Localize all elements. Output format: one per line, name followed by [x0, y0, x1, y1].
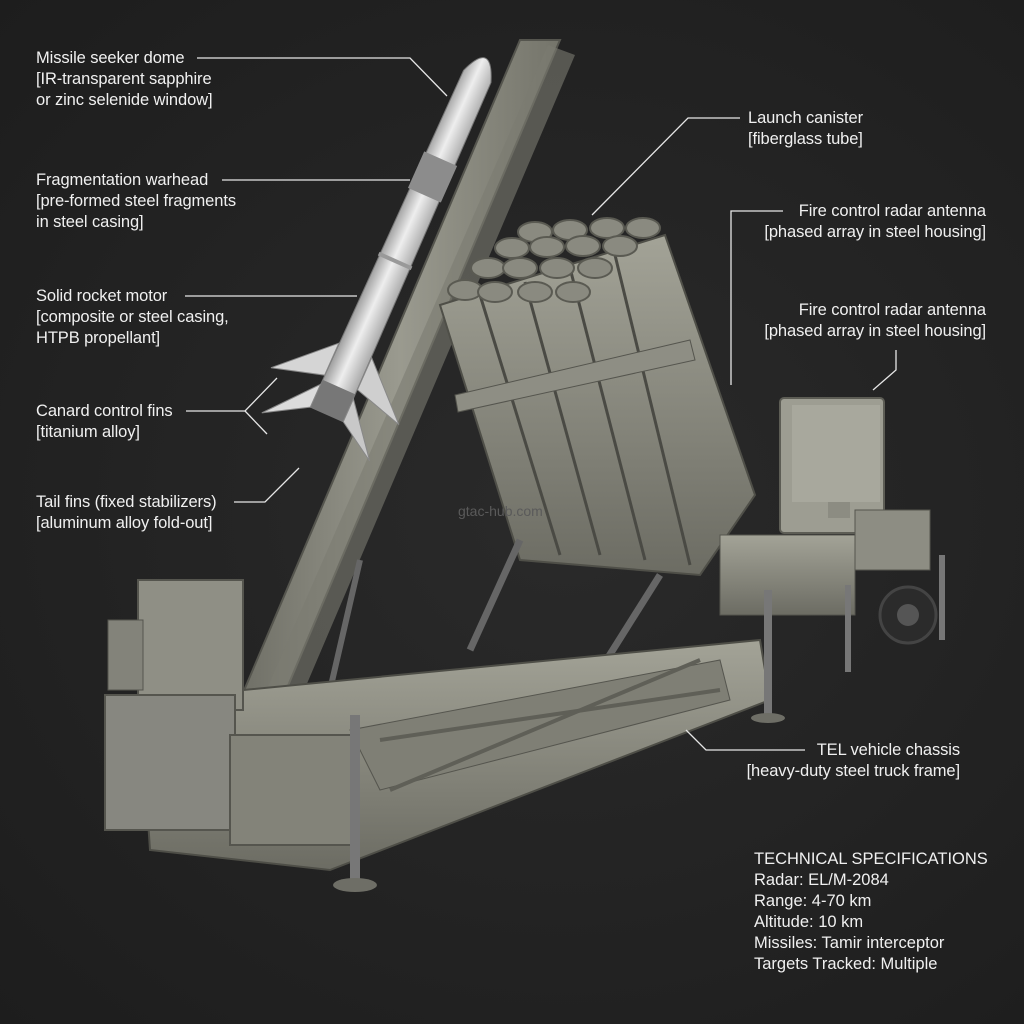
leader-tel-chassis — [685, 729, 805, 751]
callout-launch-canister: Launch canister [fiberglass tube] — [748, 108, 863, 150]
watermark: gtac-hub.com — [458, 503, 543, 519]
callout-detail: [titanium alloy] — [36, 423, 140, 441]
leader-radar-antenna-1 — [730, 210, 783, 385]
callout-title: Tail fins (fixed stabilizers) — [36, 493, 217, 511]
callout-detail: in steel casing] — [36, 213, 144, 231]
launch-canister-pack — [438, 217, 757, 712]
leader-lines — [185, 57, 897, 751]
callout-title: Canard control fins — [36, 402, 173, 420]
callout-detail: [IR-transparent sapphire — [36, 70, 212, 88]
spec-row-radar: Radar: EL/M-2084 — [754, 871, 889, 889]
spec-row-targets: Targets Tracked: Multiple — [754, 955, 938, 973]
callout-detail: [pre-formed steel fragments — [36, 192, 236, 210]
callout-seeker-dome: Missile seeker dome [IR-transparent sapp… — [36, 48, 213, 111]
callout-detail: [composite or steel casing, — [36, 308, 229, 326]
callout-title: Fire control radar antenna — [798, 301, 986, 319]
callout-detail: or zinc selenide window] — [36, 91, 213, 109]
callout-canard-fins: Canard control fins [titanium alloy] — [36, 401, 173, 443]
callout-detail: [phased array in steel housing] — [764, 322, 986, 340]
leader-tail-fins — [234, 467, 300, 503]
callout-rocket-motor: Solid rocket motor [composite or steel c… — [36, 286, 229, 349]
callout-detail: HTPB propellant] — [36, 329, 161, 347]
callout-radar-antenna-1: Fire control radar antenna [phased array… — [764, 201, 986, 243]
callout-tail-fins: Tail fins (fixed stabilizers) [aluminum … — [36, 492, 217, 534]
callout-detail: [fiberglass tube] — [748, 130, 863, 148]
spec-row-range: Range: 4-70 km — [754, 892, 872, 910]
callout-tel-chassis: TEL vehicle chassis [heavy-duty steel tr… — [746, 740, 961, 782]
radar-trailer — [719, 397, 945, 672]
callout-warhead: Fragmentation warhead [pre-formed steel … — [36, 170, 236, 233]
callout-title: Fire control radar antenna — [798, 202, 986, 220]
leader-canard-fins-2 — [244, 410, 268, 435]
spec-row-altitude: Altitude: 10 km — [754, 913, 864, 931]
specs-heading: TECHNICAL SPECIFICATIONS — [754, 850, 988, 868]
callout-title: Fragmentation warhead — [36, 171, 209, 189]
callout-detail: [heavy-duty steel truck frame] — [746, 762, 961, 780]
callout-title: Solid rocket motor — [36, 287, 168, 305]
spec-row-missiles: Missiles: Tamir interceptor — [754, 934, 945, 952]
callout-title: Launch canister — [748, 109, 863, 127]
leader-canard-fins — [186, 377, 278, 412]
leader-launch-canister — [591, 117, 740, 216]
technical-specifications: TECHNICAL SPECIFICATIONS Radar: EL/M-208… — [754, 849, 988, 975]
leader-seeker-dome — [197, 57, 448, 97]
interceptor-missile — [261, 57, 492, 462]
callout-title: Missile seeker dome — [36, 49, 185, 67]
leader-radar-antenna-2 — [872, 350, 897, 391]
tel-chassis-frame — [104, 579, 785, 892]
callout-title: TEL vehicle chassis — [816, 741, 960, 759]
callout-radar-antenna-2: Fire control radar antenna [phased array… — [764, 300, 986, 342]
callout-detail: [aluminum alloy fold-out] — [36, 514, 213, 532]
callout-detail: [phased array in steel housing] — [764, 223, 986, 241]
